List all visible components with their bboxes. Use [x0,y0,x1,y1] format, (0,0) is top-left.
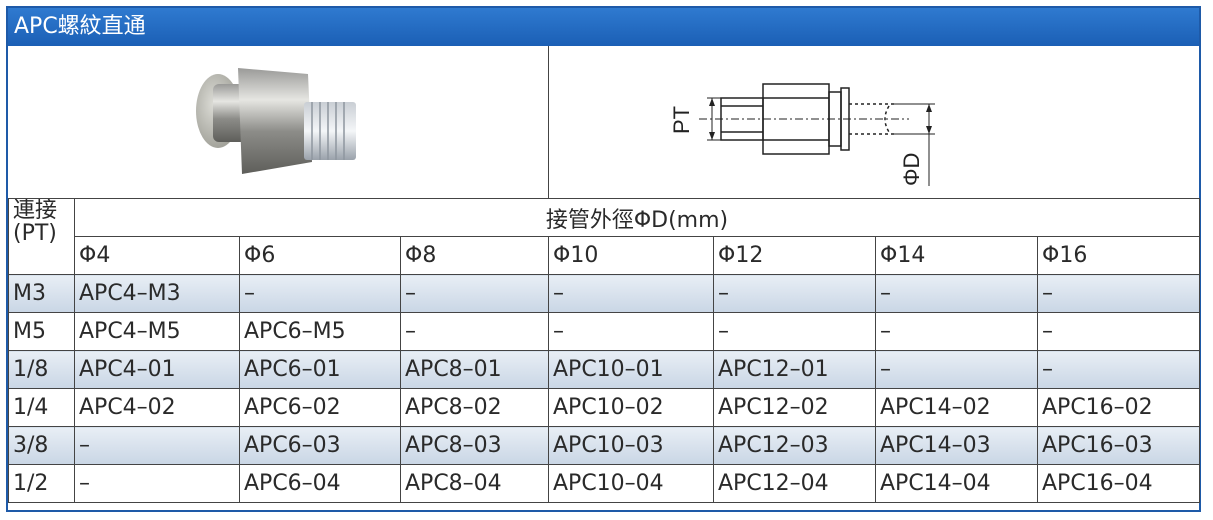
column-header: Φ8 [400,236,549,275]
model-cell: APC10–03 [548,426,714,465]
model-cell: – [875,312,1038,351]
thread-header-cell: 連接 (PT) [8,198,75,275]
product-photo-panel [8,46,549,198]
model-cell: APC4–M5 [74,312,240,351]
table-row: M5 APC4–M5 APC6–M5 – – – – – [8,312,1200,351]
column-header: Φ6 [239,236,401,275]
dimension-diagram: PT ΦD [669,83,935,186]
model-cell: – [548,312,714,351]
model-cell: APC14–04 [875,464,1038,503]
catalog-frame: APC螺紋直通 [6,6,1201,512]
model-cell: APC12–02 [713,388,876,427]
model-cell: APC6–M5 [239,312,401,351]
model-table: 連接 (PT) 接管外徑ΦD(mm) Φ4 Φ6 Φ8 Φ10 Φ12 Φ14 … [8,198,1200,503]
model-cell: – [1037,312,1200,351]
size-header-row: Φ4 Φ6 Φ8 Φ10 Φ12 Φ14 Φ16 [9,236,1200,275]
thread-header-label: 連接 [13,198,58,223]
model-cell: APC4–02 [74,388,240,427]
model-cell: APC8–04 [400,464,549,503]
thread-cell: M3 [8,274,75,313]
model-cell: APC10–04 [548,464,714,503]
model-cell: APC12–03 [713,426,876,465]
model-cell: APC4–01 [74,350,240,389]
model-cell: – [713,312,876,351]
model-cell: APC12–01 [713,350,876,389]
table-row: M3 APC4–M3 – – – – – – [8,274,1200,313]
model-cell: APC6–02 [239,388,401,427]
section-title: APC螺紋直通 [8,8,1199,46]
model-cell: APC16–03 [1037,426,1200,465]
pt-dimension-label: PT [669,106,694,134]
table-row: 1/2 – APC6–04 APC8–04 APC10–04 APC12–04 … [8,464,1200,503]
thread-header-unit: (PT) [13,221,57,247]
model-cell: APC14–03 [875,426,1038,465]
table-row: 3/8 – APC6–03 APC8–03 APC10–03 APC12–03 … [8,426,1200,465]
group-header-row: 連接 (PT) 接管外徑ΦD(mm) [8,198,1200,275]
model-cell: – [548,274,714,313]
model-cell: APC4–M3 [74,274,240,313]
fitting-photo-illustration [196,68,356,174]
column-header: Φ10 [548,236,714,275]
model-cell: APC6–04 [239,464,401,503]
model-cell: – [1037,350,1200,389]
model-cell: APC14–02 [875,388,1038,427]
table-row: 1/4 APC4–02 APC6–02 APC8–02 APC10–02 APC… [8,388,1200,427]
column-header: Φ12 [713,236,876,275]
thread-cell: M5 [8,312,75,351]
model-cell: – [74,464,240,503]
model-cell: APC10–02 [548,388,714,427]
column-header: Φ16 [1037,236,1200,275]
table-row: 1/8 APC4–01 APC6–01 APC8–01 APC10–01 APC… [8,350,1200,389]
model-cell: APC8–01 [400,350,549,389]
thread-cell: 1/8 [8,350,75,389]
model-cell: – [400,312,549,351]
thread-cell: 1/4 [8,388,75,427]
model-cell: – [400,274,549,313]
model-cell: – [875,350,1038,389]
column-header: Φ4 [74,236,240,275]
model-cell: APC12–04 [713,464,876,503]
column-header: Φ14 [875,236,1038,275]
model-cell: APC16–04 [1037,464,1200,503]
model-cell: – [713,274,876,313]
model-cell: – [875,274,1038,313]
od-group-header: 接管外徑ΦD(mm) [74,198,1200,237]
model-cell: APC16–02 [1037,388,1200,427]
model-cell: APC6–03 [239,426,401,465]
model-cell: – [1037,274,1200,313]
od-dimension-label: ΦD [899,153,924,186]
model-cell: APC8–03 [400,426,549,465]
model-cell: – [74,426,240,465]
model-cell: APC10–01 [548,350,714,389]
model-cell: APC6–01 [239,350,401,389]
product-hero: PT ΦD [8,46,1199,199]
thread-cell: 3/8 [8,426,75,465]
model-cell: APC8–02 [400,388,549,427]
model-cell: – [239,274,401,313]
thread-cell: 1/2 [8,464,75,503]
dimension-diagram-panel: PT ΦD [549,46,1199,198]
